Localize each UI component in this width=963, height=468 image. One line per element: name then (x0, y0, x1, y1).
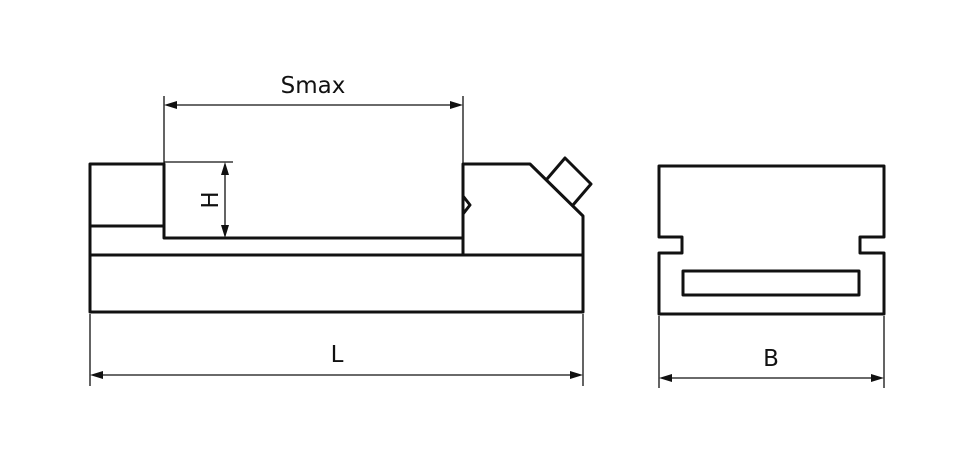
width-dimension: B (658, 316, 885, 388)
stroke-max-dimension: Smax (163, 73, 464, 164)
height-label: H (198, 191, 224, 208)
height-dimension: H (164, 161, 233, 238)
length-label: L (331, 342, 344, 368)
length-dimension: L (89, 314, 584, 386)
side-view-base (88, 253, 585, 314)
end-view: B (657, 164, 886, 388)
end-view-outline (657, 164, 886, 316)
stroke-max-label: Smax (281, 73, 346, 99)
end-view-slot (681, 269, 861, 297)
side-view: H Smax L (88, 73, 593, 386)
adjusting-knob (545, 156, 593, 207)
width-label: B (763, 346, 779, 372)
side-view-body (88, 162, 585, 257)
